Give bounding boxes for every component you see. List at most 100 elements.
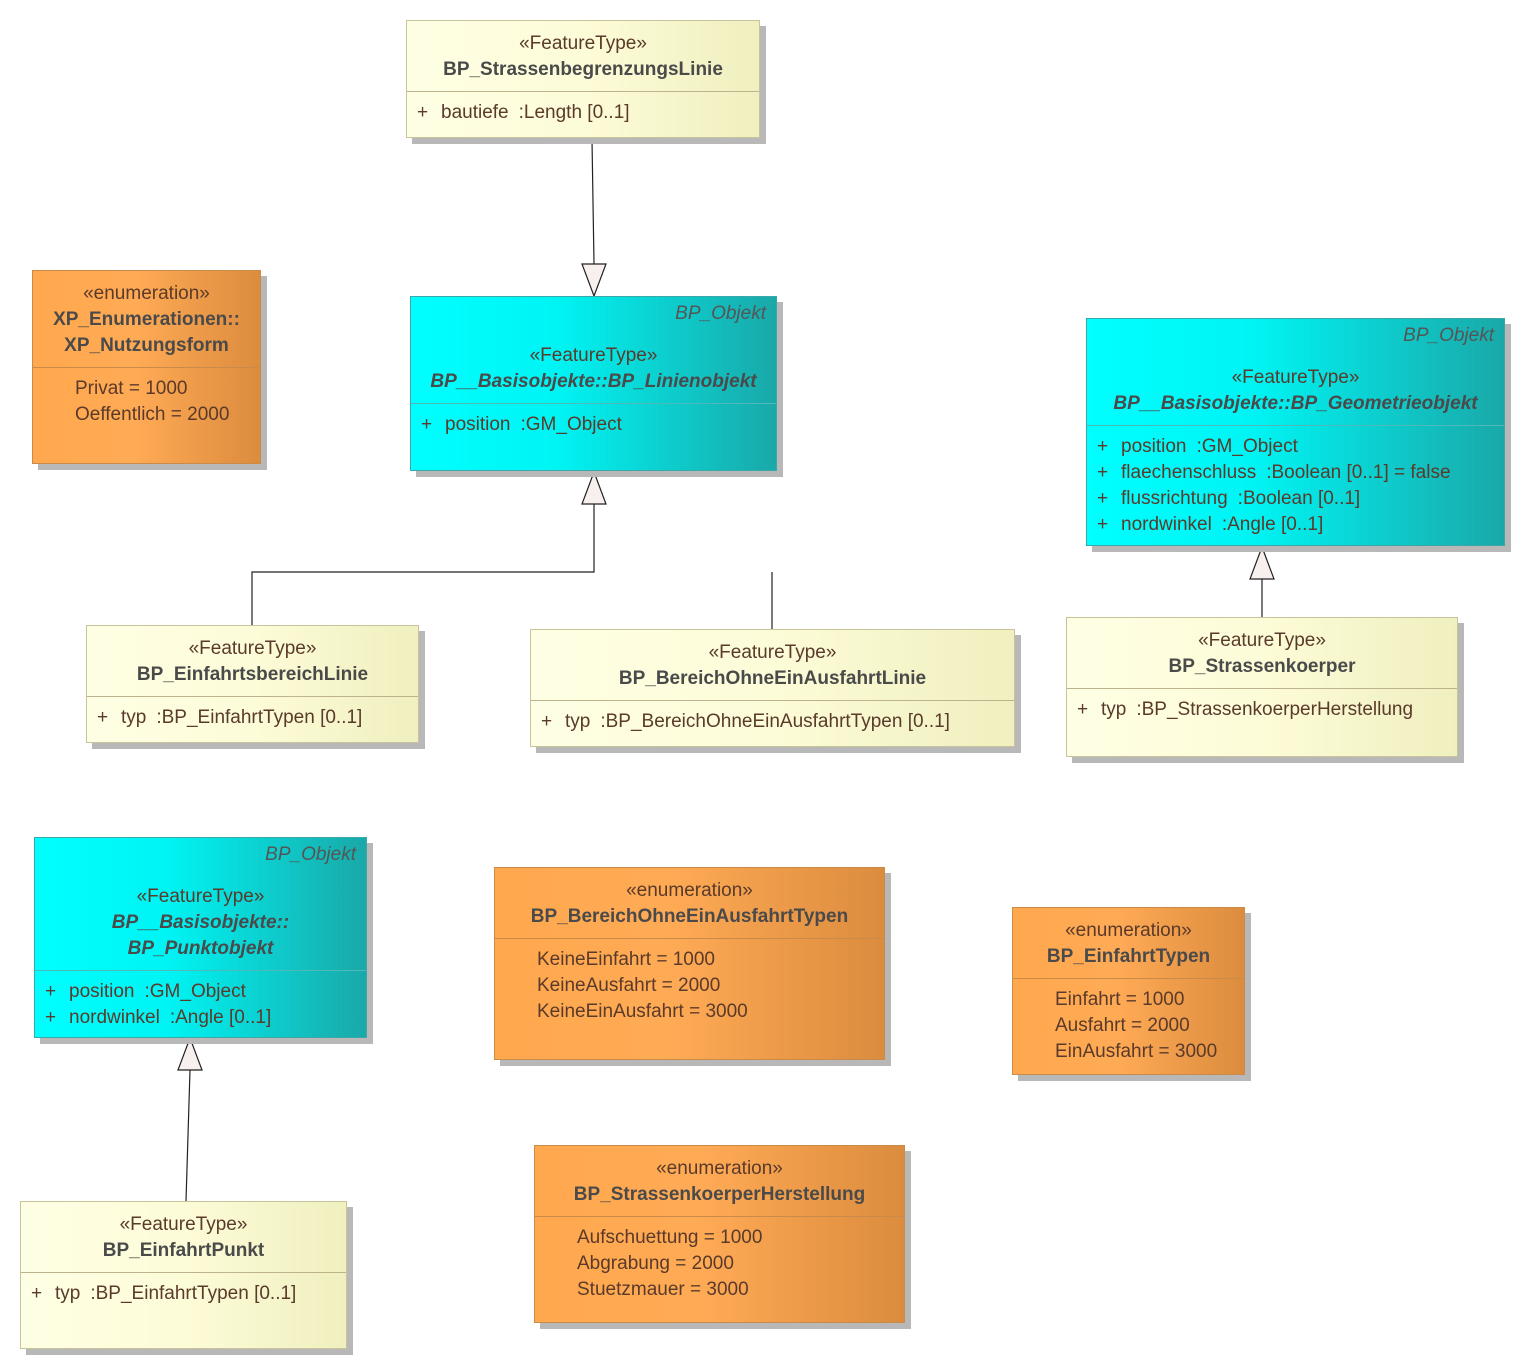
stereotype-label: «FeatureType» [1231,367,1360,388]
class-bp-geometrieobjekt[interactable]: BP_Objekt «FeatureType» BP__Basisobjekte… [1086,318,1505,546]
class-bp-linienobjekt[interactable]: BP_Objekt «FeatureType» BP__Basisobjekte… [410,296,777,471]
enum-literal: KeineEinfahrt = 1000 [537,949,715,970]
attribute-compartment: + typ :BP_StrassenkoerperHerstellung [1067,688,1457,733]
enum-literal: EinAusfahrt = 3000 [1055,1041,1218,1062]
parent-package-label: BP_Objekt [1403,325,1494,346]
visibility-marker: + [45,1007,57,1028]
attribute-compartment: + position :GM_Object + flaechenschluss … [1087,425,1504,548]
edge-einfahrtsbereich-to-linienobjekt [251,504,595,625]
literal-compartment: KeineEinfahrt = 1000 KeineAusfahrt = 200… [495,938,884,1035]
visibility-marker: + [45,981,57,1002]
attribute-compartment: + typ :BP_EinfahrtTypen [0..1] [87,696,418,741]
class-name: XP_Enumerationen:: [53,309,240,330]
attribute-compartment: + bautiefe :Length [0..1] [407,91,759,136]
class-name: BP_BereichOhneEinAusfahrtTypen [530,906,849,927]
attribute-row: + flaechenschluss :Boolean [0..1] = fals… [1087,460,1504,486]
class-bp-strassenbegrenzungslinie[interactable]: «FeatureType» BP_StrassenbegrenzungsLini… [406,20,760,138]
enum-xp-nutzungsform[interactable]: «enumeration» XP_Enumerationen:: XP_Nutz… [32,270,261,464]
attribute-name: position [69,981,135,1002]
class-name: BP_Strassenkoerper [1168,656,1356,677]
enum-bp-strassenkoerperherstellung[interactable]: «enumeration» BP_StrassenkoerperHerstell… [534,1145,905,1323]
attribute-type: :BP_BereichOhneEinAusfahrtTypen [0..1] [600,711,950,732]
stereotype-label: «FeatureType» [708,642,837,663]
stereotype-label: «FeatureType» [1198,630,1326,651]
visibility-marker: + [541,711,553,732]
attribute-row: + flussrichtung :Boolean [0..1] [1087,486,1504,512]
class-name: BP_Punktobjekt [127,938,274,959]
attribute-name: flaechenschluss [1121,462,1257,483]
attribute-name: nordwinkel [69,1007,160,1028]
attribute-row: + nordwinkel :Angle [0..1] [1087,512,1504,538]
enum-literal: Abgrabung = 2000 [577,1253,734,1274]
enum-literal: KeineEinAusfahrt = 3000 [537,1001,748,1022]
enum-literal: Einfahrt = 1000 [1055,989,1185,1010]
attribute-row: + typ :BP_StrassenkoerperHerstellung [1067,697,1457,723]
class-header: «FeatureType» BP_EinfahrtPunkt [21,1202,346,1272]
edge-strassenbegrenzung-to-linienobjekt [591,139,595,265]
enum-literal: Privat = 1000 [75,378,188,399]
attribute-name: typ [121,707,147,728]
stereotype-label: «enumeration» [83,283,210,304]
enum-literal: Oeffentlich = 2000 [75,404,230,425]
generalization-arrowhead [177,1036,203,1071]
class-header: «enumeration» BP_StrassenkoerperHerstell… [535,1146,904,1216]
attribute-name: nordwinkel [1121,514,1212,535]
class-bp-bereichohneeinausfahrtlinie[interactable]: «FeatureType» BP_BereichOhneEinAusfahrtL… [530,629,1015,747]
attribute-row: + typ :BP_EinfahrtTypen [0..1] [87,705,418,731]
visibility-marker: + [1097,436,1109,457]
class-header: «FeatureType» BP__Basisobjekte:: BP_Punk… [35,868,366,970]
class-header: «FeatureType» BP__Basisobjekte::BP_Linie… [411,327,776,403]
enum-bp-einfahrttypen[interactable]: «enumeration» BP_EinfahrtTypen Einfahrt … [1012,907,1245,1075]
attribute-row: + position :GM_Object [1087,434,1504,460]
class-name: BP_StrassenkoerperHerstellung [573,1184,866,1205]
generalization-arrowhead [1249,545,1275,580]
class-bp-einfahrtsbereichlinie[interactable]: «FeatureType» BP_EinfahrtsbereichLinie +… [86,625,419,743]
attribute-compartment: + typ :BP_BereichOhneEinAusfahrtTypen [0… [531,700,1014,745]
enum-literal: Aufschuettung = 1000 [577,1227,763,1248]
attribute-name: flussrichtung [1121,488,1228,509]
visibility-marker: + [1077,699,1089,720]
attribute-name: typ [55,1283,81,1304]
class-name: BP__Basisobjekte::BP_Geometrieobjekt [1113,393,1478,414]
visibility-marker: + [1097,488,1109,509]
literal-compartment: Einfahrt = 1000 Ausfahrt = 2000 EinAusfa… [1013,978,1244,1075]
enum-bp-bereichohneeinausfahrttypen[interactable]: «enumeration» BP_BereichOhneEinAusfahrtT… [494,867,885,1060]
literal-compartment: Privat = 1000 Oeffentlich = 2000 [33,367,260,438]
stereotype-label: «enumeration» [656,1158,783,1179]
attribute-type: :Angle [0..1] [1221,514,1324,535]
class-name: XP_Nutzungsform [64,335,229,356]
attribute-row: + position :GM_Object [35,979,366,1005]
enum-literal: KeineAusfahrt = 2000 [537,975,721,996]
attribute-compartment: + typ :BP_EinfahrtTypen [0..1] [21,1272,346,1317]
attribute-row: + bautiefe :Length [0..1] [407,100,759,126]
class-header: «FeatureType» BP_BereichOhneEinAusfahrtL… [531,630,1014,700]
attribute-row: + typ :BP_EinfahrtTypen [0..1] [21,1281,346,1307]
stereotype-label: «FeatureType» [519,33,647,54]
class-header: «FeatureType» BP_StrassenbegrenzungsLini… [407,21,759,91]
literal-compartment: Aufschuettung = 1000 Abgrabung = 2000 St… [535,1216,904,1313]
class-name: BP__Basisobjekte:: [111,912,290,933]
stereotype-label: «enumeration» [1065,920,1192,941]
attribute-type: :BP_StrassenkoerperHerstellung [1136,699,1414,720]
stereotype-label: «enumeration» [626,880,753,901]
class-bp-strassenkoerper[interactable]: «FeatureType» BP_Strassenkoerper + typ :… [1066,617,1458,757]
stereotype-label: «FeatureType» [136,886,265,907]
class-bp-einfahrtpunkt[interactable]: «FeatureType» BP_EinfahrtPunkt + typ :BP… [20,1201,347,1349]
attribute-name: typ [1101,699,1127,720]
visibility-marker: + [97,707,109,728]
parent-package-label: BP_Objekt [265,844,356,865]
class-bp-punktobjekt[interactable]: BP_Objekt «FeatureType» BP__Basisobjekte… [34,837,367,1038]
attribute-row: + typ :BP_BereichOhneEinAusfahrtTypen [0… [531,709,1014,735]
stereotype-label: «FeatureType» [529,345,658,366]
attribute-type: :GM_Object [144,981,246,1002]
class-header: «enumeration» BP_EinfahrtTypen [1013,908,1244,978]
attribute-type: :Angle [0..1] [169,1007,272,1028]
attribute-type: :Boolean [0..1] = false [1266,462,1451,483]
attribute-type: :Boolean [0..1] [1237,488,1361,509]
class-header: «FeatureType» BP_Strassenkoerper [1067,618,1457,688]
class-header: «FeatureType» BP_EinfahrtsbereichLinie [87,626,418,696]
attribute-type: :BP_EinfahrtTypen [0..1] [90,1283,297,1304]
attribute-row: + position :GM_Object [411,412,776,438]
enum-literal: Stuetzmauer = 3000 [577,1279,749,1300]
